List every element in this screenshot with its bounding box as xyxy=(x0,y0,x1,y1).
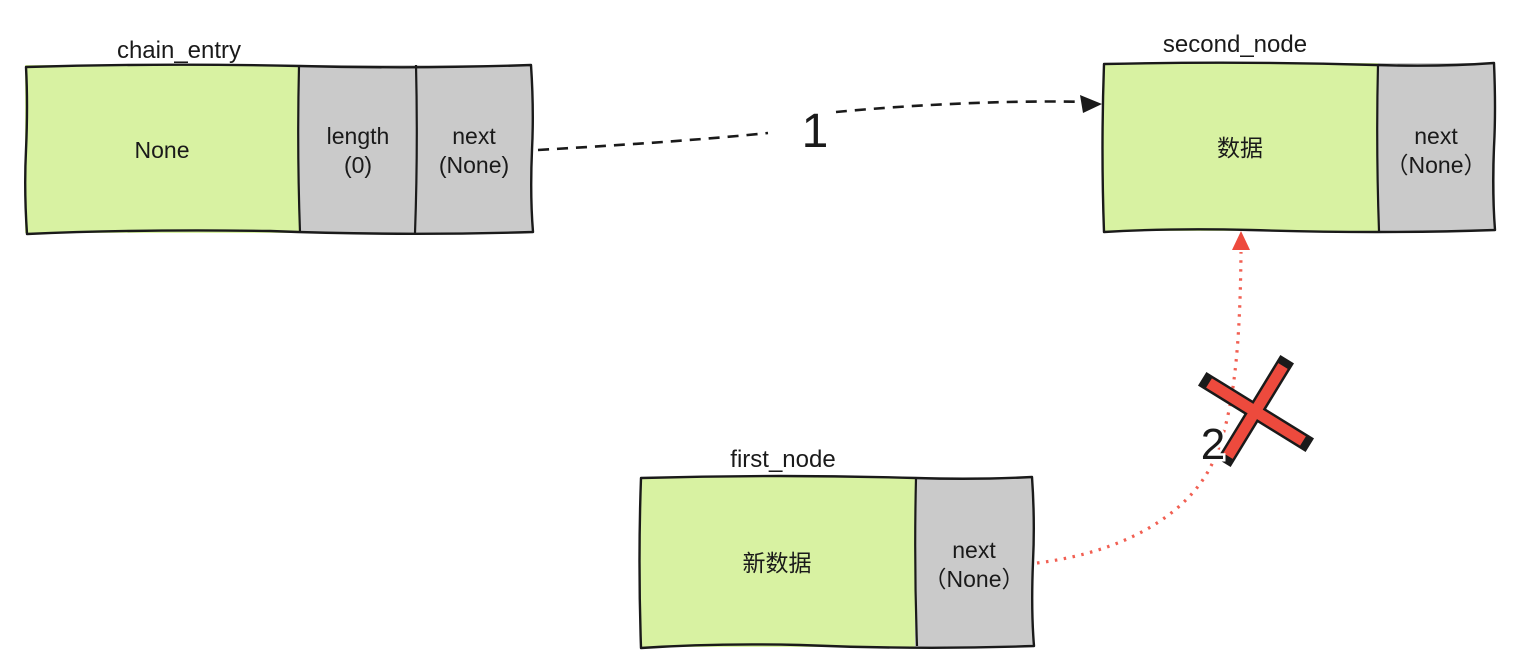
step2-arrow xyxy=(1036,231,1250,565)
first-node-divider xyxy=(914,477,919,647)
second-node-next-value: （None） xyxy=(1386,152,1487,178)
second-node-outline xyxy=(1101,61,1497,234)
chain-entry-length-cell xyxy=(299,65,416,233)
chain-entry-length-label: length xyxy=(327,123,390,149)
chain-entry-next-label: next xyxy=(452,123,496,149)
step2-arrow-dotted-path xyxy=(1036,251,1243,565)
chain-entry-next-value: (None) xyxy=(439,152,509,178)
chain-entry-data-cell xyxy=(25,65,299,233)
first-node-next-cell xyxy=(915,477,1033,647)
chain-entry-value: None xyxy=(135,137,190,163)
first-node-value: 新数据 xyxy=(743,550,812,576)
chain-entry-divider-1 xyxy=(297,65,302,233)
chain-entry-length-value: (0) xyxy=(344,152,372,178)
second-node-data-cell xyxy=(1103,63,1378,231)
chain-entry-node: chain_entry None length (0) next (None) xyxy=(24,37,535,236)
second-node-next-cell xyxy=(1378,63,1495,231)
second-node-title: second_node xyxy=(1163,31,1307,58)
chain-entry-title: chain_entry xyxy=(117,37,241,64)
step1-arrowhead xyxy=(1080,95,1102,113)
second-node-next-label: next xyxy=(1414,123,1458,149)
chain-entry-next-cell xyxy=(416,65,532,233)
chain-entry-outline xyxy=(24,63,535,236)
first-node-next-label: next xyxy=(952,537,996,563)
first-node: first_node 新数据 next （None） xyxy=(638,446,1036,650)
second-node: second_node 数据 next （None） xyxy=(1101,31,1497,234)
first-node-outline xyxy=(638,474,1036,650)
cross-out-x-stroke2 xyxy=(1206,378,1306,446)
first-node-title: first_node xyxy=(730,446,835,473)
cross-out-x xyxy=(1197,355,1315,467)
second-node-divider xyxy=(1376,63,1381,232)
step1-arrow: 1 xyxy=(537,95,1102,161)
step1-arrow-segment-a xyxy=(537,131,769,152)
first-node-next-value: （None） xyxy=(924,566,1025,592)
chain-entry-divider-2 xyxy=(413,64,418,234)
step1-arrow-segment-b xyxy=(835,100,1087,114)
step2-label: 2 xyxy=(1201,420,1225,469)
step2-arrowhead xyxy=(1232,231,1250,250)
first-node-data-cell xyxy=(640,477,915,647)
step1-label: 1 xyxy=(802,105,829,158)
second-node-value: 数据 xyxy=(1217,135,1263,161)
